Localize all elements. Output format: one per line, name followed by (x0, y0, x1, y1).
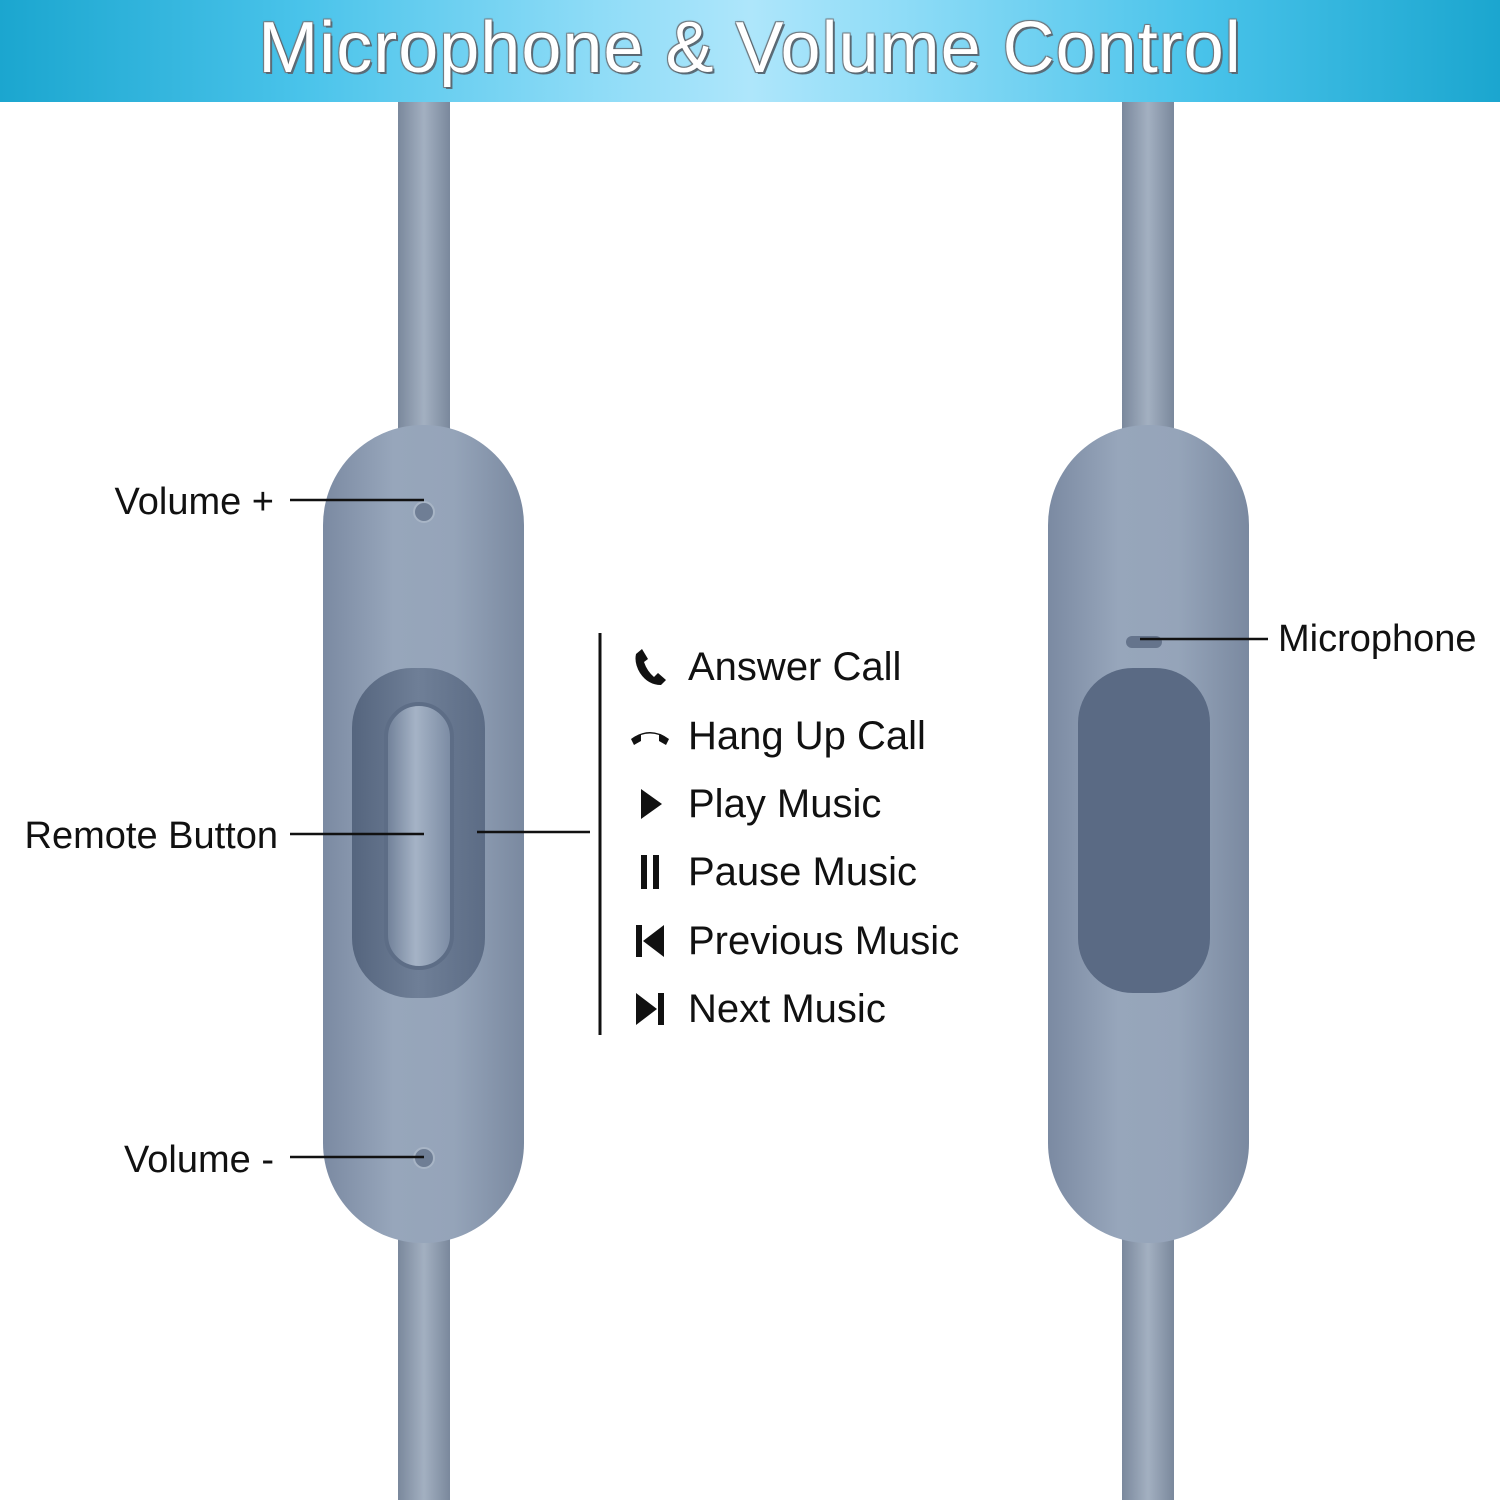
title-banner (0, 0, 1500, 102)
volume-up-label: Volume + (114, 481, 275, 523)
list-item: Pause Music (630, 847, 917, 897)
list-item: Play Music (630, 779, 881, 829)
volume-up-dot (413, 501, 435, 523)
list-item: Hang Up Call (630, 711, 926, 761)
function-label: Next Music (688, 987, 886, 1031)
right-cable-top (1122, 102, 1174, 432)
list-item: Next Music (630, 984, 886, 1034)
microphone-pad (1078, 668, 1210, 993)
function-label: Answer Call (688, 645, 902, 689)
remote-button (384, 702, 454, 970)
remote-button-label: Remote Button (24, 815, 278, 857)
microphone-label: Microphone (1278, 618, 1477, 660)
list-item: Previous Music (630, 916, 959, 966)
pause-icon (630, 852, 670, 892)
function-label: Previous Music (688, 919, 960, 963)
next-track-icon (630, 989, 670, 1029)
volume-down-label: Volume - (124, 1139, 274, 1181)
list-item: Answer Call (630, 642, 901, 692)
phone-hangup-icon (630, 716, 670, 756)
left-cable-top (398, 102, 450, 432)
play-icon (630, 784, 670, 824)
right-cable-bottom (1122, 1235, 1174, 1500)
left-cable-bottom (398, 1235, 450, 1500)
previous-track-icon (630, 921, 670, 961)
function-label: Pause Music (688, 850, 917, 894)
page-title: Microphone & Volume Control (258, 8, 1242, 88)
phone-answer-icon (630, 647, 670, 687)
function-label: Play Music (688, 782, 882, 826)
function-label: Hang Up Call (688, 714, 926, 758)
